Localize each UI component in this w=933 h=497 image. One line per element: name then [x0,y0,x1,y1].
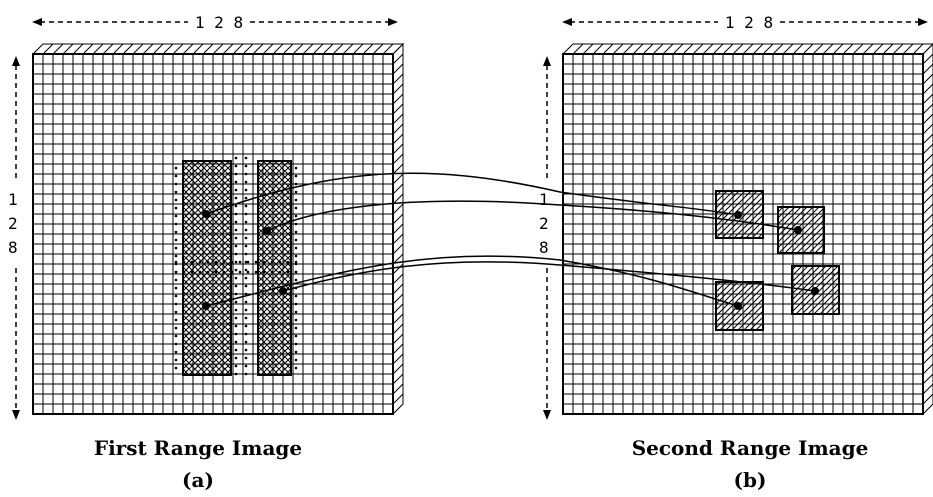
height-digit: 8 [8,238,18,257]
panel-title: First Range Image [93,436,303,460]
correspondence-line [266,200,799,232]
correspondence-line [282,261,816,292]
feature-region-left [182,160,232,376]
correspondence-line [205,255,739,307]
height-digit: 1 [539,190,549,209]
height-digit: 1 [8,190,18,209]
width-label: 1 2 8 [725,13,773,32]
feature-region-right [257,160,292,376]
width-dimension-a: 1 2 8 [32,13,398,32]
panel-label: (a) [182,468,214,492]
width-dimension-b: 1 2 8 [562,13,928,32]
matched-patch [715,190,764,239]
height-dimension-b: 1 2 8 [539,56,551,420]
second-range-image [561,43,933,416]
correspondence-line [205,172,739,216]
feature-dots [174,156,298,376]
panel-title: Second Range Image [631,436,869,460]
correspondence-lines [205,172,816,307]
height-digit: 2 [539,214,549,233]
height-dimension-a: 1 2 8 [8,56,20,420]
width-label: 1 2 8 [195,13,243,32]
matched-patch [777,206,825,254]
panel-label: (b) [733,468,767,492]
matched-patch [791,265,840,315]
height-digit: 2 [8,214,18,233]
feature-points-a [202,210,287,310]
height-digit: 8 [539,238,549,257]
first-range-image [31,42,405,416]
matched-patch [715,281,764,331]
